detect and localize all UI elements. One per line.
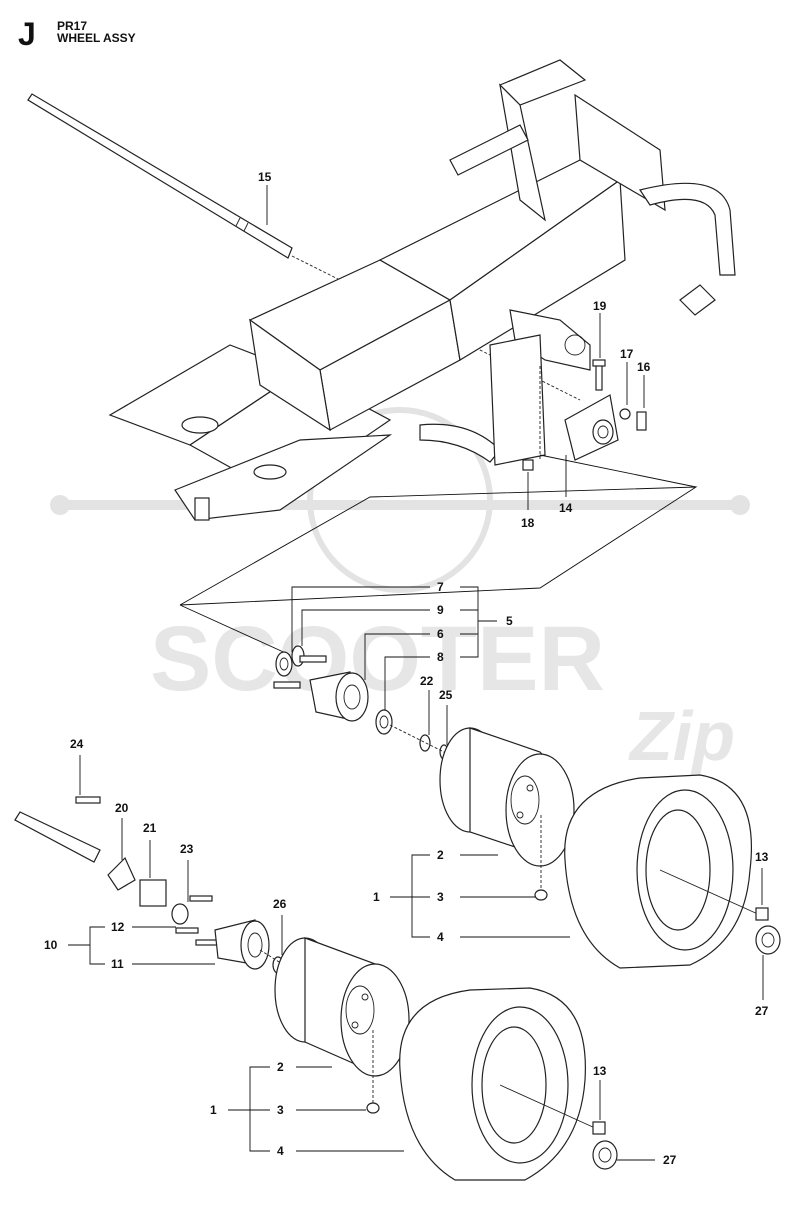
callout-21: 21 bbox=[143, 821, 157, 835]
callout-19: 19 bbox=[593, 299, 607, 313]
callout-18: 18 bbox=[521, 516, 535, 530]
callout-3-lower: 3 bbox=[277, 1103, 284, 1117]
callout-5: 5 bbox=[506, 614, 513, 628]
callout-4-upper: 4 bbox=[437, 930, 444, 944]
callout-11: 11 bbox=[111, 957, 124, 971]
callout-13-upper: 13 bbox=[755, 850, 769, 864]
watermark-script: Zip bbox=[628, 697, 735, 775]
callout-20: 20 bbox=[115, 801, 129, 815]
callout-6: 6 bbox=[437, 627, 444, 641]
callout-26: 26 bbox=[273, 897, 287, 911]
front-hub-assembly bbox=[273, 645, 471, 766]
callout-8: 8 bbox=[437, 650, 444, 664]
callout-10: 10 bbox=[44, 938, 58, 952]
lower-wheel bbox=[274, 937, 618, 1181]
section-letter: J bbox=[18, 16, 36, 52]
rear-hub-assembly bbox=[14, 796, 301, 976]
model-number: PR17 bbox=[57, 19, 88, 33]
upper-wheel bbox=[439, 727, 781, 969]
callout-23: 23 bbox=[180, 842, 194, 856]
assembly-title: WHEEL ASSY bbox=[57, 31, 136, 45]
callout-25: 25 bbox=[439, 688, 453, 702]
callout-9: 9 bbox=[437, 603, 444, 617]
leader-lines bbox=[68, 185, 764, 1161]
callout-3-upper: 3 bbox=[437, 890, 444, 904]
callout-16: 16 bbox=[637, 360, 651, 374]
callout-2-upper: 2 bbox=[437, 848, 444, 862]
mower-frame bbox=[108, 59, 736, 521]
callout-2-lower: 2 bbox=[277, 1060, 284, 1074]
callout-labels: 15 19 17 16 18 14 7 9 6 8 5 22 25 24 20 … bbox=[44, 170, 769, 1167]
page-header: J PR17 WHEEL ASSY bbox=[0, 0, 800, 60]
callout-22: 22 bbox=[420, 674, 434, 688]
callout-13-lower: 13 bbox=[593, 1064, 607, 1078]
callout-15: 15 bbox=[258, 170, 272, 184]
callout-27-upper: 27 bbox=[755, 1004, 769, 1018]
callout-27-lower: 27 bbox=[663, 1153, 677, 1167]
axle-bracket bbox=[522, 359, 647, 471]
watermark-brand: SCOOTER bbox=[150, 608, 605, 710]
callout-1-lower: 1 bbox=[210, 1103, 217, 1117]
callout-12: 12 bbox=[111, 920, 125, 934]
callout-7: 7 bbox=[437, 580, 444, 594]
callout-17: 17 bbox=[620, 347, 634, 361]
callout-24: 24 bbox=[70, 737, 84, 751]
callout-4-lower: 4 bbox=[277, 1144, 284, 1158]
callout-14: 14 bbox=[559, 501, 573, 515]
watermark: SCOOTER Zip bbox=[50, 407, 750, 775]
callout-1-upper: 1 bbox=[373, 890, 380, 904]
